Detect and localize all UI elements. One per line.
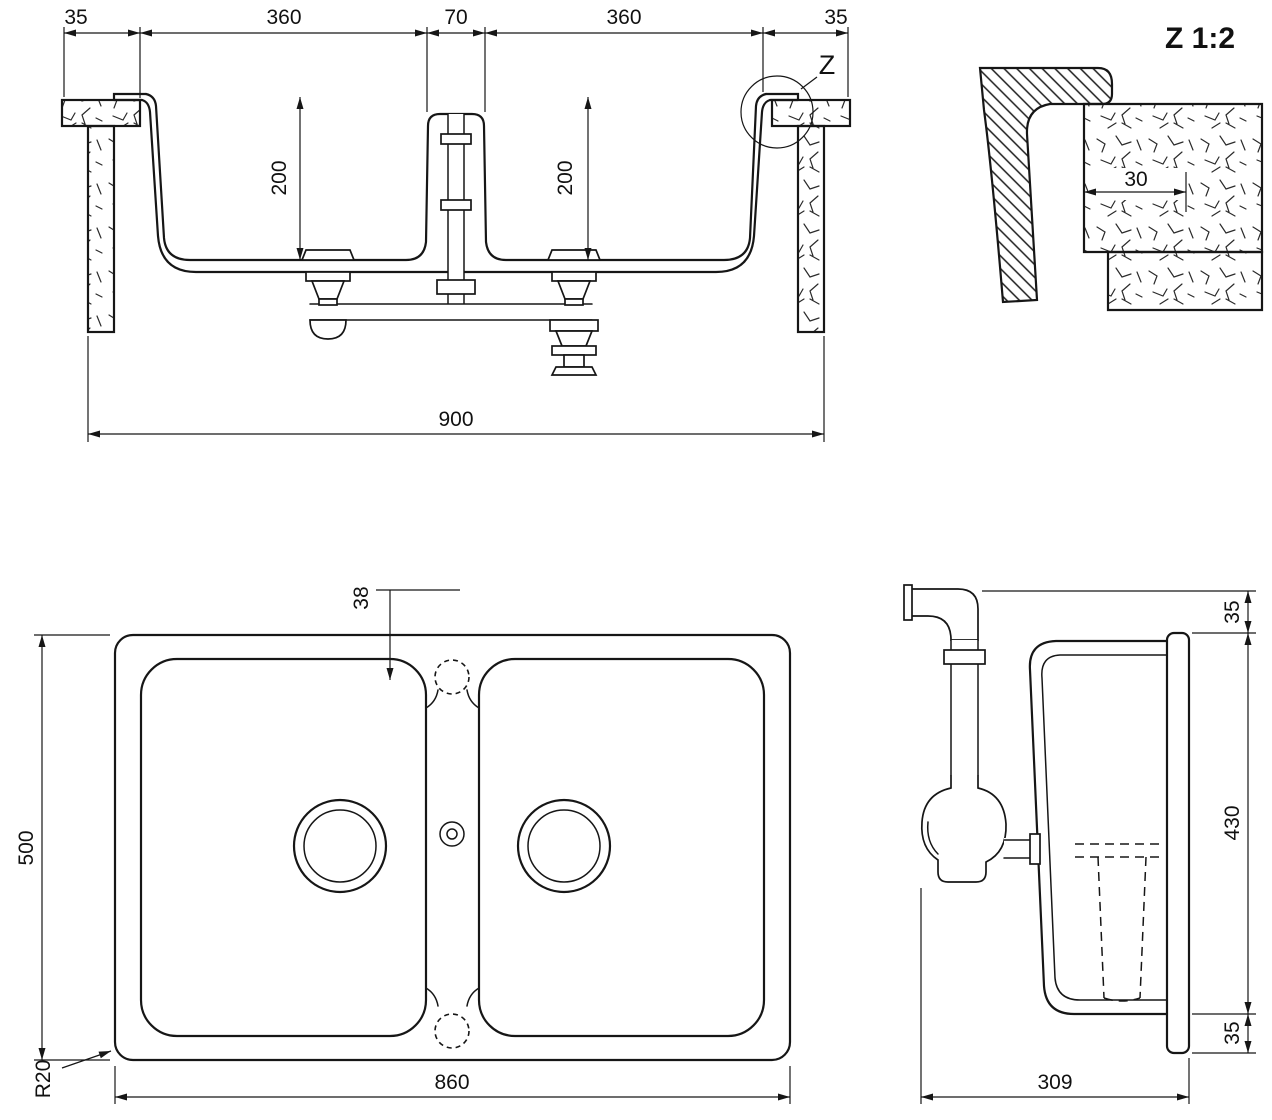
dim-width: 500 <box>15 830 38 865</box>
strainer-right-collar <box>551 271 597 282</box>
tap-hole <box>434 659 470 695</box>
drain-right-outer <box>516 798 612 894</box>
drain-left-inner <box>303 809 377 883</box>
side-outer-profile <box>1028 639 1169 1016</box>
dim-length: 860 <box>434 1071 469 1094</box>
drain-right-inner <box>527 809 601 883</box>
center-pipe-nut <box>436 279 476 295</box>
center-pipe-coupling-1 <box>440 133 472 145</box>
strainer-left-bell <box>310 280 346 300</box>
strainer-left-neck <box>318 298 338 306</box>
outlet-nut <box>549 319 599 332</box>
detail-z-leader <box>800 76 818 90</box>
overflow-fitting <box>439 821 465 847</box>
cabinet-panel-right <box>796 124 826 334</box>
drain-elbow <box>909 588 979 641</box>
side-rim-edge <box>1165 631 1191 1055</box>
detail-sink-wall <box>978 66 1114 304</box>
dim-body-height: 430 <box>1221 805 1244 840</box>
drain-trap <box>920 775 1007 883</box>
plan-bowl-left <box>139 657 428 1038</box>
plan-bowl-right <box>477 657 766 1038</box>
dim-depth-right: 200 <box>554 160 577 195</box>
overflow-fitting-center <box>446 828 458 840</box>
detail-countertop-lower <box>1106 250 1264 312</box>
drain-left-outer <box>292 798 388 894</box>
dim-top-360-left: 360 <box>266 6 301 29</box>
dim-overall-width: 900 <box>438 408 473 431</box>
divider-web <box>425 689 439 709</box>
detail-z-marker-label: Z <box>819 50 836 80</box>
outlet-stub <box>563 354 585 368</box>
tap-hole-alt <box>434 1013 470 1049</box>
strainer-left-cup <box>309 319 347 340</box>
plan-view: 38 500 860 R20 <box>15 586 792 1104</box>
strainer-right-bell <box>556 280 592 300</box>
side-inner-profile <box>1041 654 1168 1001</box>
divider-web <box>466 987 480 1007</box>
hidden-line <box>1139 856 1147 999</box>
hidden-line <box>1097 856 1105 999</box>
waste-pipe <box>309 303 593 321</box>
strainer-right-neck <box>564 298 584 306</box>
sink-rim-left <box>112 92 148 102</box>
dim-overall-depth: 309 <box>1037 1071 1072 1094</box>
cabinet-panel-left <box>86 124 116 334</box>
dim-bottom-offset: 35 <box>1221 1021 1244 1044</box>
outlet-flange <box>551 345 597 356</box>
radius-leader <box>61 1050 112 1069</box>
outlet-flare <box>550 366 598 376</box>
dim-top-offset: 35 <box>1221 600 1244 623</box>
elbow-end-flange <box>903 584 913 621</box>
drain-pipe-nut <box>943 649 986 665</box>
dim-corner-radius: R20 <box>32 1060 55 1099</box>
countertop-slab-left <box>60 98 142 128</box>
detail-view-title: Z 1:2 <box>1165 22 1235 55</box>
section-view: Z 35 360 70 360 35 200 200 900 <box>60 6 852 442</box>
strainer-left-flange <box>300 249 356 261</box>
strainer-left-collar <box>305 271 351 282</box>
trap-connector-body <box>1004 838 1036 860</box>
connector-flange <box>1029 833 1041 865</box>
trap-detail <box>926 821 939 855</box>
detail-z-view: Z 1:2 30 <box>978 22 1264 312</box>
dim-top-360-right: 360 <box>606 6 641 29</box>
strainer-right-flange <box>546 249 602 261</box>
sink-rim-right <box>764 92 800 102</box>
outlet-taper <box>554 330 594 347</box>
plan-outline <box>113 633 792 1062</box>
divider-web <box>466 689 480 709</box>
hidden-line <box>1103 997 1141 1002</box>
side-view: 35 430 35 309 <box>903 584 1256 1104</box>
dim-depth-left: 200 <box>268 160 291 195</box>
divider-web <box>425 987 439 1007</box>
center-pipe-coupling-2 <box>440 199 472 211</box>
waste-pipe-body <box>310 304 592 320</box>
dim-edge: 30 <box>1124 168 1147 191</box>
dim-top-35-right: 35 <box>824 6 847 29</box>
dim-top-70: 70 <box>444 6 467 29</box>
detail-circle-z <box>740 75 814 149</box>
dim-top-35-left: 35 <box>64 6 87 29</box>
dim-tap-hole: 38 <box>350 586 373 609</box>
